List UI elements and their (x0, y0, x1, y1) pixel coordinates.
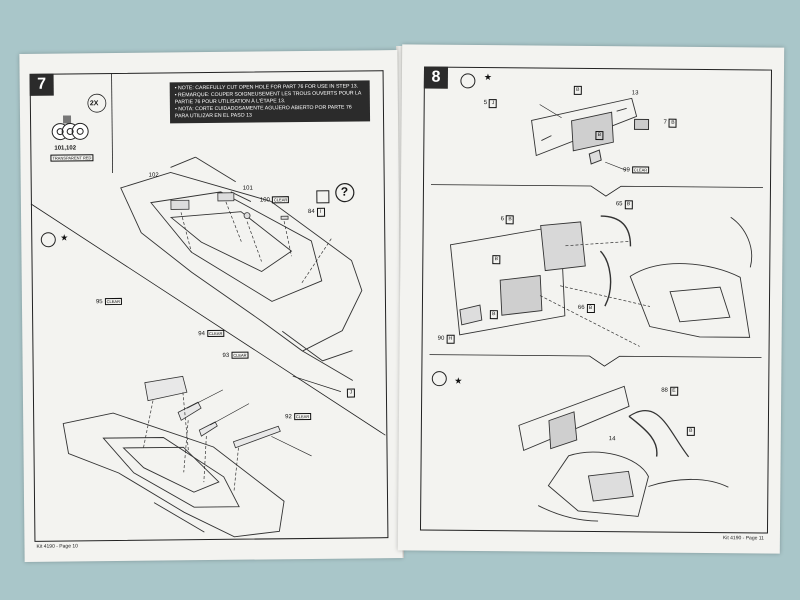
label-102: 102 (148, 172, 159, 179)
label-b: B (685, 426, 695, 436)
label-b: B (572, 85, 582, 95)
quantity-circle (87, 93, 107, 113)
star-icon: ★ (60, 232, 69, 243)
step-7-drawing (30, 73, 386, 538)
body-shell-upper (120, 156, 363, 381)
radiator-support-bottom (518, 385, 729, 522)
part-94 (177, 401, 202, 421)
label-101: 101 (242, 185, 253, 192)
part-93 (198, 421, 218, 437)
part-101 (217, 192, 235, 202)
part-label: 101,102 (54, 145, 77, 152)
label-13: 13 (631, 90, 639, 97)
grille-panel-top (531, 97, 638, 157)
label-b: B (593, 131, 604, 141)
label-j: J (345, 388, 355, 398)
part-95 (144, 375, 188, 402)
part-102 (170, 199, 190, 210)
engine-bay-assembly (449, 216, 752, 338)
hose-65 (600, 215, 632, 247)
glue-icon (431, 371, 447, 387)
glue-icon (460, 73, 476, 89)
part-84 (280, 215, 289, 220)
label-b: B (488, 310, 498, 320)
hose-88 (628, 415, 658, 457)
page-footer: Kit 4190 - Page 10 (36, 543, 78, 550)
body-shell-lower (62, 412, 285, 538)
step-8-drawing (429, 73, 763, 522)
help-icon (335, 182, 355, 203)
left-page: 7 • NOTE: CAREFULLY CUT OPEN HOLE FOR PA… (19, 50, 403, 562)
part-99 (588, 149, 602, 165)
part-92 (232, 425, 281, 449)
transparent-red-tag: TRANSPARENT RED (50, 154, 94, 162)
label-b: B (490, 255, 501, 265)
part-7 (633, 118, 650, 130)
question-mark: ? (340, 184, 349, 199)
glue-icon (40, 232, 56, 248)
right-page: 8 ★ ★ (397, 44, 785, 554)
lens-parts-icon (51, 115, 89, 141)
page-footer: Kit 4190 - Page 11 (722, 535, 765, 542)
part-100 (243, 212, 251, 220)
quantity-label: 2X (89, 100, 99, 108)
paint-icon (316, 190, 330, 204)
hose-66 (599, 250, 612, 307)
label-14: 14 (608, 436, 616, 443)
